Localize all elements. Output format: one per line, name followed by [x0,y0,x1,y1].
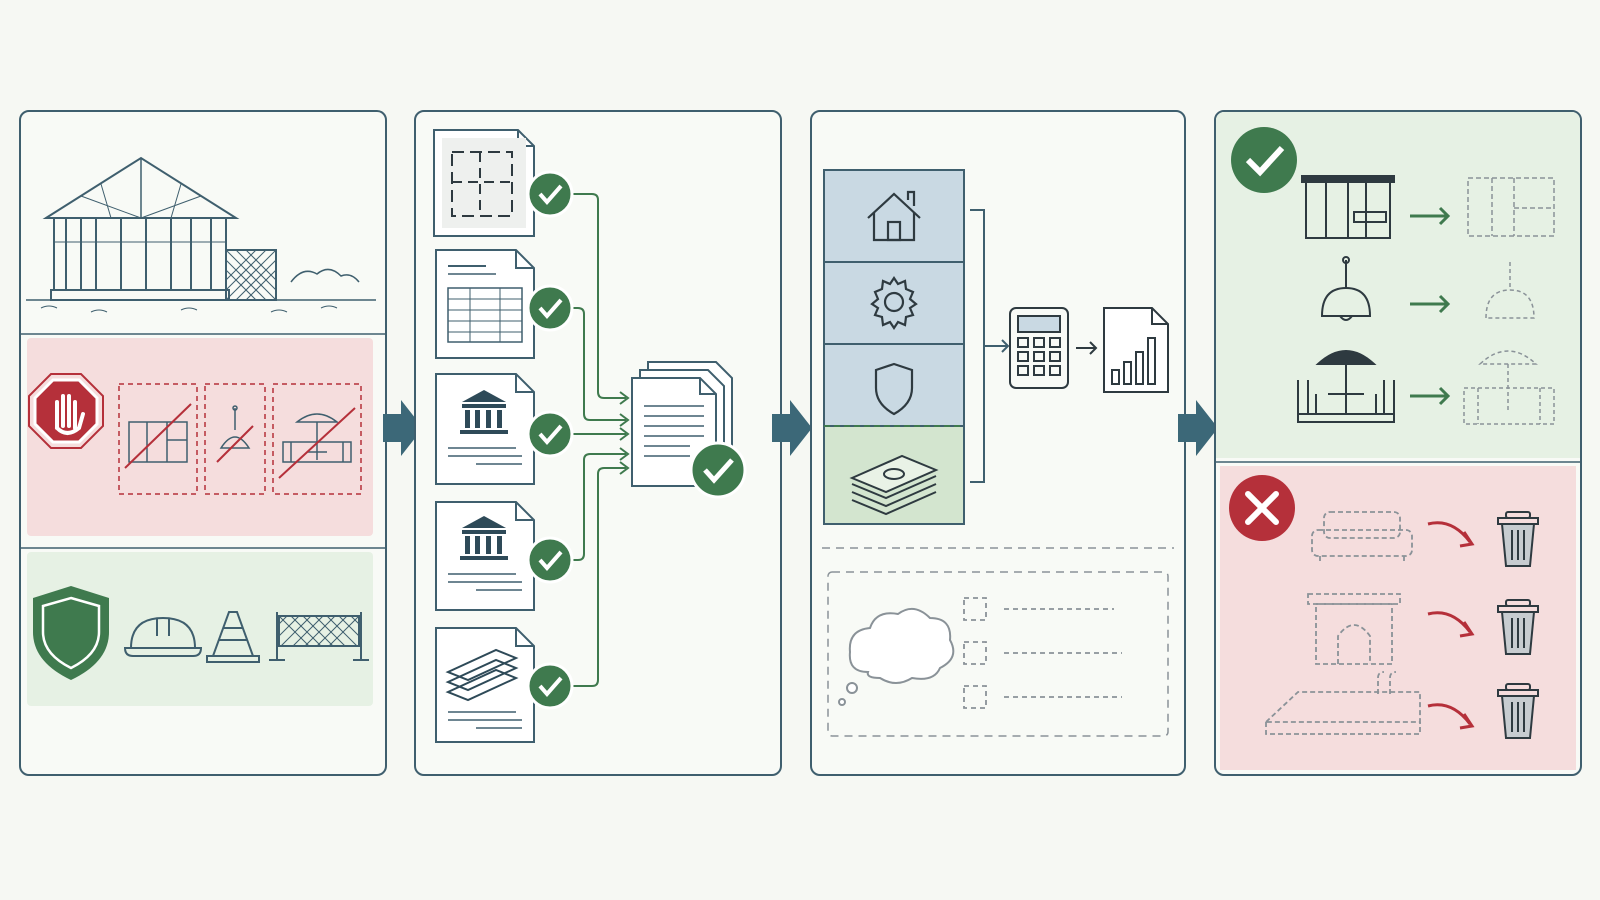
bar-chart-doc-icon [1103,307,1169,393]
floor-plan-doc-icon [433,129,535,237]
shield-icon [33,586,109,680]
pendant-lamp-outline-icon [1485,262,1535,319]
wishlist-box [827,571,1169,737]
patio-icon [1297,350,1395,423]
excluded-slot [118,383,198,495]
include-arrow-icon [1410,294,1451,314]
panel-site-safety-art [21,156,385,706]
shield-icon [874,362,914,416]
panel-documents-approval [414,110,782,776]
house-icon [867,190,921,242]
cross-icon [1229,475,1295,541]
flow-arrow-icon [772,400,812,456]
flow-arrow-icon [1178,400,1218,456]
safety-fence-icon [269,612,369,661]
stop-section-bg [27,338,373,536]
check-icon [526,662,574,710]
crossed-cabinet-icon [124,403,192,469]
spreadsheet-doc-icon [435,249,535,359]
check-icon [526,284,574,332]
grouping-bracket [970,209,994,483]
crossed-pendant-lamp-icon [216,405,254,463]
patio-outline-icon [1463,350,1555,425]
check-icon [526,170,574,218]
category-cell [823,169,965,263]
traffic-cone-icon [206,611,260,663]
pendant-lamp-icon [1320,256,1372,321]
sofa-icon [1311,511,1413,564]
gear-icon [870,276,918,330]
flow-arrow-icon [383,400,423,456]
cash-stack-icon [849,454,939,516]
check-icon [689,441,747,499]
document-connectors [566,193,630,687]
safety-section-bg [27,552,373,706]
bank-doc-icon [435,501,535,611]
panel-include-exclude [1214,110,1582,776]
trash-can-icon [1497,599,1539,655]
check-icon [1231,127,1297,193]
panel-documents-art [433,129,747,743]
house-frame-icon [26,156,376,313]
stop-hand-icon [28,373,104,449]
category-cell [823,261,965,345]
remove-arrow-icon [1427,703,1475,730]
thought-bubble-icon [838,607,955,706]
excluded-slot [204,383,266,495]
crossed-patio-icon [278,407,356,479]
panel-budget-categories [810,110,1186,776]
check-icon [526,536,574,584]
trash-can-icon [1497,683,1539,739]
cabinet-outline-icon [1467,177,1555,237]
cabinet-icon [1301,175,1395,239]
to-report-arrow-icon [1076,341,1098,355]
remove-arrow-icon [1427,611,1475,638]
category-cell [823,343,965,427]
include-arrow-icon [1410,386,1451,406]
checkbox-list-icon [963,597,1122,709]
panel-budget-art [822,169,1174,737]
panel-site-safety [19,110,387,776]
remove-arrow-icon [1427,521,1475,548]
check-icon [526,410,574,458]
panel-include-exclude-art [1216,112,1580,770]
fireplace-icon [1307,593,1401,665]
pool-icon [1263,671,1421,735]
include-arrow-icon [1410,206,1451,226]
hard-hat-icon [123,616,203,657]
lumber-doc-icon [435,627,535,743]
bank-doc-icon [435,373,535,485]
trash-can-icon [1497,511,1539,567]
calculator-icon [1009,307,1069,389]
